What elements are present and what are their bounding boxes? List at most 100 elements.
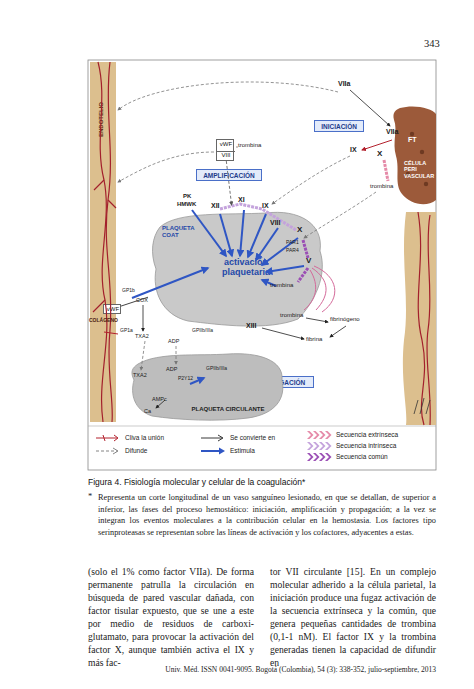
legend-line [96, 435, 118, 441]
legend-text: Secuencia común [336, 452, 388, 462]
factor-label: FT [408, 136, 417, 144]
legend-sample [95, 434, 121, 442]
factor-label: fibrina [306, 336, 322, 343]
legend-line [96, 451, 117, 452]
factor-label: trombina [270, 282, 293, 289]
thrombin-burst [304, 266, 335, 312]
stimulation-arrow [220, 214, 232, 256]
conversion-arrow [262, 328, 304, 339]
legend-sample [200, 447, 226, 455]
legend-divider [88, 426, 436, 427]
node-text: INICIACIÓN [315, 123, 363, 130]
legend-line [219, 448, 225, 455]
connector [121, 297, 148, 306]
vessel-vein [106, 62, 112, 422]
molecule-label: ADP [166, 366, 177, 372]
receptor-label: PAR1 [286, 240, 299, 246]
stimulation-arrow [262, 238, 298, 265]
vessel-vein [418, 212, 425, 425]
collagen-binding [104, 332, 118, 334]
legend-text: Secuencia extrínseca [336, 430, 398, 440]
body-text: tor VII circulante [15]. En un complejo … [270, 565, 436, 669]
connector [226, 161, 231, 205]
cell-granule [424, 182, 428, 186]
stimulation-arrow [256, 228, 278, 260]
legend-text: Cliva la unión [125, 433, 164, 443]
node-text: VIII [217, 151, 235, 159]
cell-granule [410, 132, 414, 136]
body-text: (solo el 1% como factor VIIa). De forma … [88, 565, 254, 669]
figure-caption: Figura 4. Fisiología molecular y celular… [88, 477, 436, 487]
diffusion-arrow [304, 192, 376, 238]
phase-box: AMPLIFICACIÓN [196, 169, 262, 181]
footnote-mark: * [88, 492, 92, 501]
conversion-arrow [350, 90, 390, 126]
conversion-arrow [330, 326, 346, 337]
shape-outline [148, 205, 330, 330]
node-text: activación plaquetaria [206, 257, 286, 278]
receptor-label: PAR4 [286, 248, 299, 254]
factor-label: XIII [246, 322, 257, 330]
cleavage-arrow [362, 140, 392, 150]
legend-swatch [307, 431, 332, 439]
legend-text: Estimula [230, 446, 255, 456]
node-text: PROPAGACIÓN [249, 379, 313, 386]
legend-sample [306, 442, 332, 450]
legend-sample [95, 447, 121, 455]
vessel-vein [93, 180, 116, 312]
stimulation-arrow [192, 210, 226, 256]
factor-label: PK [183, 193, 191, 200]
factor-label: IX [350, 146, 357, 154]
platelet-shape: PLAQUETA COAT activación plaquetaria [148, 205, 330, 330]
footnote-text: Representa un corte longitudinal de un v… [98, 492, 436, 538]
factor-label: X [297, 226, 302, 235]
molecule-label: Ca [144, 408, 151, 414]
stimulation-arrow [266, 266, 304, 272]
page-number: 343 [424, 38, 440, 50]
cell-granule [406, 172, 410, 176]
vessel-vein [427, 215, 430, 425]
factor-label: XI [238, 196, 245, 204]
diffusion-arrow [118, 152, 214, 182]
stimulation-arrow [248, 214, 266, 257]
conversion-arrow [306, 318, 328, 322]
receptor-label: GPIIb/IIIa [192, 328, 213, 334]
legend-line [201, 435, 223, 441]
legend-line [113, 448, 118, 454]
legend-text: Se convierte en [230, 433, 275, 443]
stimulation-arrow [190, 378, 204, 384]
legend-line [201, 450, 220, 452]
phase-box: INICIACIÓN [314, 120, 364, 132]
molecule-label: ADP [168, 338, 179, 344]
factor-label: VIIa [338, 80, 350, 88]
legend-text: Secuencia intrínseca [336, 441, 396, 451]
page-footer: Univ. Méd. ISSN 0041-9095. Bogotá (Colom… [88, 666, 436, 674]
perivascular-cell: CÉLULA PERI VASCULAR [392, 104, 436, 206]
molecule-label: AMPc [152, 396, 167, 402]
factor-label: IX [262, 202, 269, 210]
receptor-label: GP1a [120, 328, 133, 334]
hatch-mark [414, 398, 430, 414]
factor-label: V [306, 257, 311, 266]
node-text: PLAQUETA COAT [162, 225, 198, 239]
shape-fill [132, 354, 283, 420]
intrinsic-sequence [220, 204, 296, 230]
legend-sample [306, 431, 332, 439]
endothelium-band: ENDOTELIO [90, 62, 116, 422]
node-text: vWF [217, 141, 235, 148]
diffusion-arrow [141, 341, 145, 370]
molecule-label: TXA2 [133, 372, 147, 378]
molecule-label: COX [136, 297, 148, 303]
factor-label: trombina [370, 183, 393, 190]
legend-sample [200, 434, 226, 442]
shape-fill [393, 106, 436, 204]
factor-label: HMWK [177, 201, 196, 208]
node-text: ENDOTELIO [98, 102, 105, 137]
tissue-label: COLÁGENO [89, 318, 118, 324]
receptor-label: GP1b [122, 288, 135, 294]
factor-label: VIII [270, 219, 281, 227]
